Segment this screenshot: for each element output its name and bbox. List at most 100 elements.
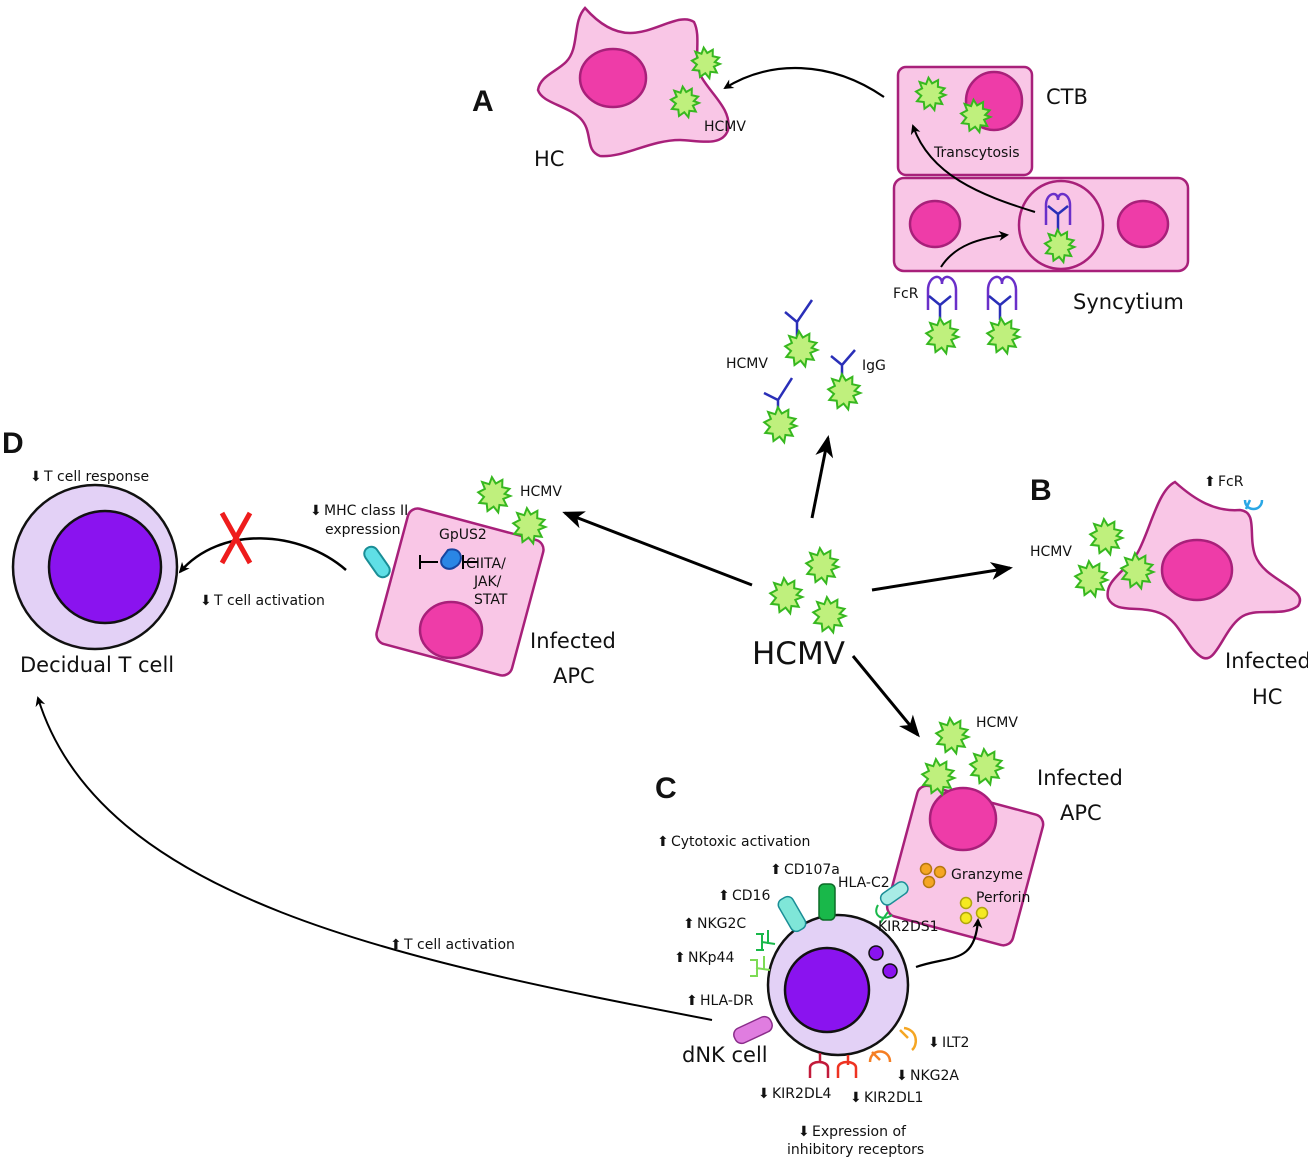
igg-virus-complex [783, 299, 821, 369]
label-kir2dl1: KIR2DL1 [864, 1090, 923, 1106]
infected-apc-d-nucleus [418, 600, 484, 660]
svg-text:⬇: ⬇ [310, 503, 322, 519]
label-hla-dr: HLA-DR [700, 993, 754, 1009]
label-hcmv-center: HCMV [752, 636, 845, 672]
label-kir2dl4: KIR2DL4 [772, 1086, 832, 1102]
svg-text:⬆: ⬆ [390, 937, 402, 953]
label-mhc-1: MHC class II [324, 503, 408, 519]
label-hcmv-b: HCMV [1030, 544, 1072, 560]
label-decidual-t-cell: Decidual T cell [20, 653, 174, 677]
virion [914, 75, 949, 113]
label-mhc-2: expression [325, 522, 401, 538]
dnk-granule [882, 963, 898, 979]
gpus2-protein [440, 548, 462, 570]
arrow-dnk-to-apc [915, 918, 983, 969]
label-infected-c: Infected [1037, 766, 1123, 790]
label-ctb: CTB [1046, 85, 1088, 109]
kir2dl1-receptor [836, 1055, 858, 1078]
label-perforin: Perforin [976, 890, 1030, 906]
perforin-granule [959, 911, 973, 925]
label-nkg2a: NKG2A [910, 1068, 959, 1084]
arrow-to-apc-c [851, 655, 920, 738]
virion [811, 594, 849, 635]
granzyme-granule [922, 875, 936, 889]
label-granzyme: Granzyme [951, 867, 1023, 883]
syncytium-nucleus [1116, 199, 1170, 249]
virion [1119, 550, 1157, 591]
arrow-transcytosis [910, 124, 1036, 213]
infected-hc-nucleus [1160, 538, 1234, 602]
cd16-receptor [777, 895, 807, 933]
label-igg: IgG [862, 358, 886, 374]
dnk-granule [868, 945, 884, 961]
kir2ds1-receptor [875, 904, 893, 924]
kir2dl4-receptor [808, 1053, 830, 1078]
label-syncytium: Syncytium [1073, 290, 1184, 314]
infected-apc-d [375, 507, 545, 677]
virion [934, 715, 972, 756]
mhc-receptor-d [363, 545, 391, 579]
decidual-t-cell-nucleus [47, 509, 163, 625]
label-hc: HC [534, 147, 564, 171]
svg-text:⬇: ⬇ [30, 469, 42, 485]
panel-label-b: B [1030, 474, 1052, 507]
svg-text:⬆: ⬆ [718, 888, 730, 904]
igg-virus-complex [762, 377, 800, 445]
label-transcytosis: Transcytosis [933, 145, 1020, 161]
label-nkp44: NKp44 [688, 950, 734, 966]
label-fcr-b: FcR [1218, 474, 1244, 490]
granzyme-granule [933, 865, 947, 879]
fcr-in-endosome [1044, 192, 1072, 225]
svg-text:⬇: ⬇ [200, 593, 212, 609]
label-inhib-1: Expression of [812, 1124, 907, 1140]
label-ciita-3: STAT [474, 592, 508, 608]
virion [690, 45, 723, 81]
virion [476, 474, 514, 515]
infected-apc-c-nucleus [928, 786, 998, 852]
perforin-granule [975, 906, 989, 920]
svg-text:⬇: ⬇ [896, 1068, 908, 1084]
virion [920, 756, 958, 797]
virion [511, 505, 549, 546]
hla-dr-receptor [733, 1015, 773, 1045]
label-inhib-2: inhibitory receptors [787, 1142, 924, 1158]
nkg2a-receptor [868, 1050, 892, 1063]
label-nkg2c: NKG2C [697, 916, 746, 932]
arrow-ctb-to-hc [723, 67, 885, 98]
nkp44-receptor [750, 956, 771, 977]
virion [768, 575, 806, 616]
arrow-apc-to-tcell [178, 537, 347, 574]
virion [1088, 516, 1126, 557]
label-hcmv: HCMV [704, 119, 746, 135]
label-ciita-2: JAK/ [473, 574, 502, 590]
block-x [219, 511, 253, 565]
panel-b: B HCMV ⬆ FcR Infected HC [1030, 474, 1308, 709]
svg-text:⬇: ⬇ [928, 1035, 940, 1051]
svg-text:⬆: ⬆ [1204, 474, 1216, 490]
arrow-dnk-to-tcell [35, 696, 713, 1021]
label-t-activation-up: T cell activation [403, 937, 515, 953]
label-infected-b: Infected [1225, 649, 1308, 673]
label-hcmv-d: HCMV [520, 484, 562, 500]
hla-c2-receptor [879, 881, 909, 906]
label-dnk: dNK cell [682, 1043, 768, 1067]
dnk-cell-nucleus [783, 946, 871, 1034]
syncytium-nucleus [908, 199, 962, 249]
fcr-receptor-b [1243, 499, 1264, 511]
svg-text:⬆: ⬆ [770, 862, 782, 878]
fcr-complex [924, 275, 962, 356]
label-cd107a: CD107a [784, 862, 840, 878]
nkg2c-receptor [756, 930, 776, 951]
panel-a: A HCMV HC Transcytosis CTB [472, 6, 1190, 445]
label-hcmv-igg: HCMV [726, 356, 768, 372]
label-hla-c2: HLA-C2 [838, 875, 890, 891]
endosome [1017, 179, 1105, 271]
virion [968, 746, 1006, 787]
label-apc-d: APC [553, 664, 595, 688]
label-t-activation-down: T cell activation [213, 593, 325, 609]
virion [669, 84, 702, 120]
inhibit-right [462, 555, 478, 569]
svg-text:⬆: ⬆ [686, 993, 698, 1009]
hc-nucleus [578, 47, 648, 109]
igg-virus-complex [826, 349, 864, 412]
